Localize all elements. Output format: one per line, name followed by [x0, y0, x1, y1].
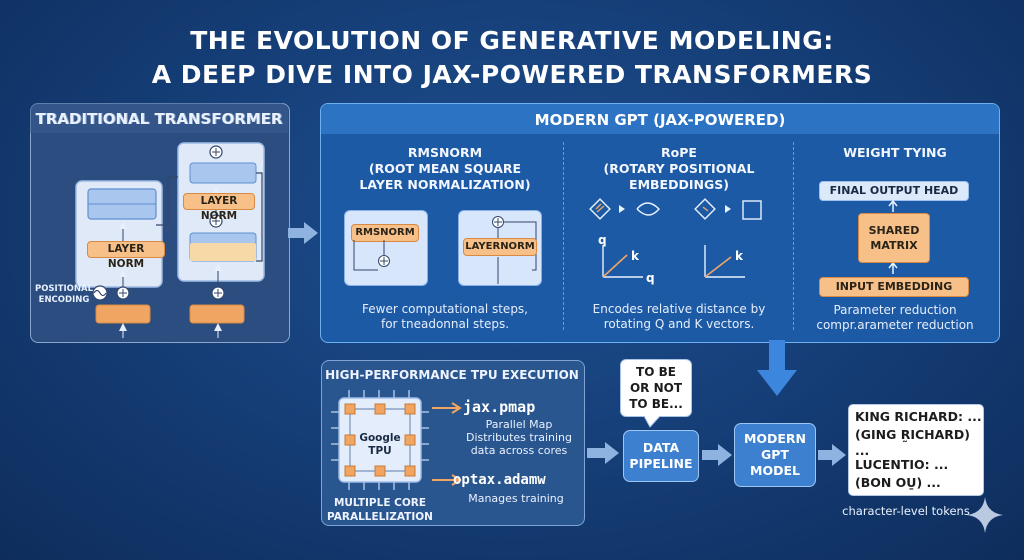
rope-subtitle: (ROTARY POSITIONAL EMBEDDINGS) [603, 161, 755, 192]
rmsnorm-subtitle: (ROOT MEAN SQUARE LAYER NORMALIZATION) [359, 161, 531, 192]
arrow-model-to-output [818, 444, 846, 466]
optax-adamw-label: optax.adamw [453, 472, 546, 488]
output-line-1: KING RICHARD: ... [855, 409, 982, 424]
tpu-arrows [432, 402, 462, 486]
generated-output-box: KING RICHARD: ... (GING R̰ICHARD) ... LU… [848, 404, 984, 496]
rope-axis-k1: k [631, 249, 639, 263]
traditional-heading-text: TRADITIONAL TRANSFORMER [35, 110, 283, 128]
final-output-head-box: FINAL OUTPUT HEAD [819, 181, 969, 201]
weight-tying-arrows [888, 200, 898, 274]
output-line-2: (GING R̰ICHARD) ... [855, 427, 970, 458]
right-input-box [189, 304, 245, 324]
traditional-heading-band [30, 103, 288, 133]
positional-encoding-label: POSITIONAL ENCODING [34, 284, 94, 305]
divider-1 [563, 142, 564, 330]
optax-adamw-desc: Manages training [468, 492, 564, 505]
sparkle-icon [967, 497, 1003, 533]
data-pipeline-node: DATA PIPELINE [623, 430, 699, 482]
rmsnorm-title: RMSNORM [407, 145, 483, 160]
layernorm-connectors [492, 216, 537, 284]
bubble-tail [644, 416, 660, 428]
title-line-1: THE EVOLUTION OF GENERATIVE MODELING: [190, 26, 834, 55]
rmsnorm-caption: Fewer computational steps, for tneadonna… [362, 302, 528, 331]
rmsnorm-box: RMSNORM [351, 224, 419, 242]
output-line-4: (BON OU̱) ... [855, 475, 941, 490]
arrow-trad-to-modern [288, 222, 318, 244]
rope-axis-k2: k [735, 249, 743, 263]
modern-gpt-heading: MODERN GPT (JAX-POWERED) [534, 111, 786, 129]
rope-caption: Encodes relative distance by rotating Q … [592, 302, 766, 331]
output-caption: character-level tokens [842, 504, 970, 518]
arrow-tpu-to-pipeline [587, 442, 619, 464]
modern-gpt-model-node: MODERN GPT MODEL [734, 423, 816, 487]
arrow-modern-to-model [757, 340, 797, 396]
weight-tying-title: WEIGHT TYING [843, 145, 947, 160]
input-embedding-box: INPUT EMBEDDING [819, 277, 969, 297]
divider-2 [793, 142, 794, 330]
title-line-2: A DEEP DIVE INTO JAX-POWERED TRANSFORMER… [151, 60, 873, 89]
jax-pmap-desc: Parallel Map Distributes training data a… [465, 418, 573, 457]
left-input-box [95, 304, 151, 324]
weight-tying-caption: Parameter reduction compr.arameter reduc… [816, 303, 974, 332]
output-line-3: LUCENTIO: ... [855, 457, 949, 472]
layer-norm-right: LAYER NORM [183, 193, 255, 222]
rmsnorm-connectors [353, 240, 390, 271]
arrow-pipeline-to-model [702, 444, 732, 466]
rope-title: RoPE [661, 145, 697, 160]
shakespeare-quote-bubble: TO BE OR NOT TO BE... [620, 359, 692, 417]
shared-matrix-box: SHARED MATRIX [858, 213, 930, 263]
layer-norm-left: LAYER NORM [87, 241, 165, 270]
rope-diagram [589, 198, 762, 278]
modern-gpt-heading-band [321, 104, 999, 134]
rope-axis-q1: q [598, 233, 607, 247]
layernorm-box: LAYERNORM [463, 238, 537, 256]
tpu-chip-icon [331, 390, 429, 490]
rmsnorm-diagram [344, 210, 428, 286]
jax-pmap-label: jax.pmap [463, 398, 536, 416]
tpu-chip-caption: MULTIPLE CORE PARALLELIZATION [327, 497, 433, 523]
tpu-heading: HIGH-PERFORMANCE TPU EXECUTION [325, 368, 579, 382]
rope-axis-q2: q [646, 271, 655, 285]
tpu-chip-label: Google TPU [359, 432, 401, 457]
traditional-diagram [75, 142, 265, 338]
